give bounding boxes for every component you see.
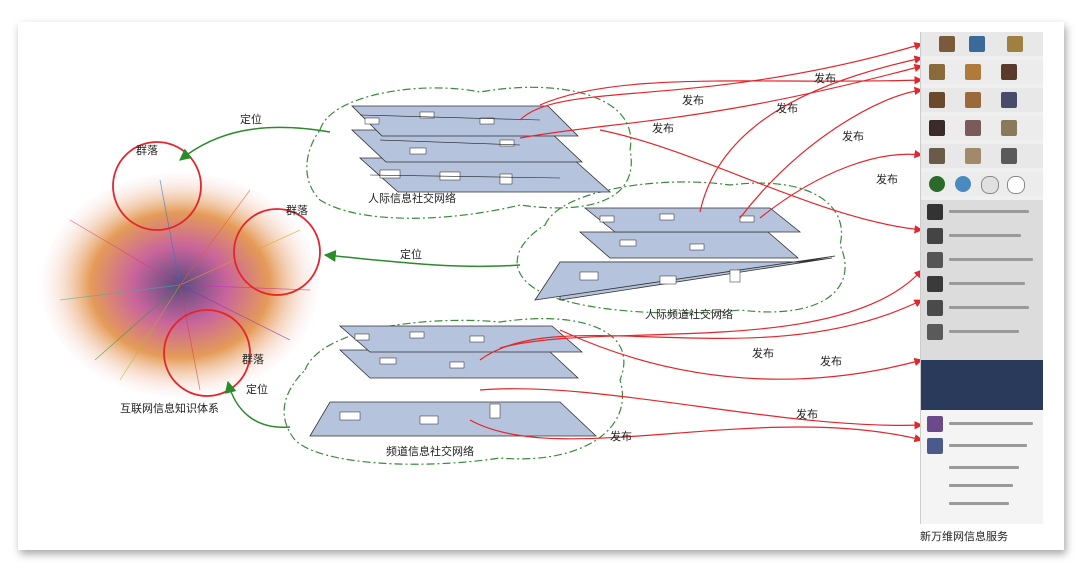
channel-interpersonal-network-outline xyxy=(516,181,846,314)
channel-network-outline xyxy=(283,318,625,465)
publish-arrows xyxy=(469,42,923,443)
phone-list-bottom xyxy=(921,410,1043,524)
network-graph-icon xyxy=(42,173,318,397)
publish-label: 发布 xyxy=(820,354,842,368)
phone-row xyxy=(921,116,1043,140)
publish-label: 发布 xyxy=(842,129,864,143)
publish-label: 发布 xyxy=(814,71,836,85)
phone-row xyxy=(921,172,1043,196)
publish-label: 发布 xyxy=(796,407,818,421)
diagram-canvas: 群落 群落 群落 互联网信息知识体系 定位 定位 定位 人际信息社交网络 xyxy=(42,42,923,465)
channel-interpersonal-network-label: 人际频道社交网络 xyxy=(645,307,733,321)
community-circle xyxy=(233,208,321,296)
interpersonal-network-planes xyxy=(350,105,612,193)
diagram-frame: 群落 群落 群落 互联网信息知识体系 定位 定位 定位 人际信息社交网络 xyxy=(18,22,1064,550)
community-label: 群落 xyxy=(242,352,264,366)
publish-label: 发布 xyxy=(776,101,798,115)
new-www-service-label: 新万维网信息服务 xyxy=(920,530,1008,543)
phone-screenshot-icon xyxy=(920,32,1043,524)
publish-label: 发布 xyxy=(610,429,632,443)
knowledge-system-label: 互联网信息知识体系 xyxy=(120,401,219,415)
interpersonal-network-outline xyxy=(306,86,632,219)
phone-row xyxy=(921,88,1043,112)
locate-label: 定位 xyxy=(240,112,262,126)
publish-label: 发布 xyxy=(682,93,704,107)
locate-arrow xyxy=(323,250,521,268)
publish-label: 发布 xyxy=(652,121,674,135)
publish-label: 发布 xyxy=(876,172,898,186)
locate-label: 定位 xyxy=(400,247,422,261)
phone-row xyxy=(921,32,1043,56)
community-label: 群落 xyxy=(286,203,308,217)
interpersonal-network-label: 人际信息社交网络 xyxy=(368,191,456,205)
community-circle xyxy=(112,141,202,231)
community-label: 群落 xyxy=(136,143,158,157)
locate-label: 定位 xyxy=(246,382,268,396)
locate-arrow xyxy=(179,126,331,161)
channel-interpersonal-planes xyxy=(534,207,836,301)
channel-network-label: 频道信息社交网络 xyxy=(386,444,474,458)
phone-row xyxy=(921,144,1043,168)
channel-network-planes xyxy=(309,325,598,437)
publish-label: 发布 xyxy=(752,346,774,360)
phone-news-list xyxy=(921,200,1043,360)
phone-row xyxy=(921,60,1043,84)
community-circle xyxy=(163,309,251,397)
locate-arrow xyxy=(224,380,291,428)
phone-banner xyxy=(921,360,1043,410)
